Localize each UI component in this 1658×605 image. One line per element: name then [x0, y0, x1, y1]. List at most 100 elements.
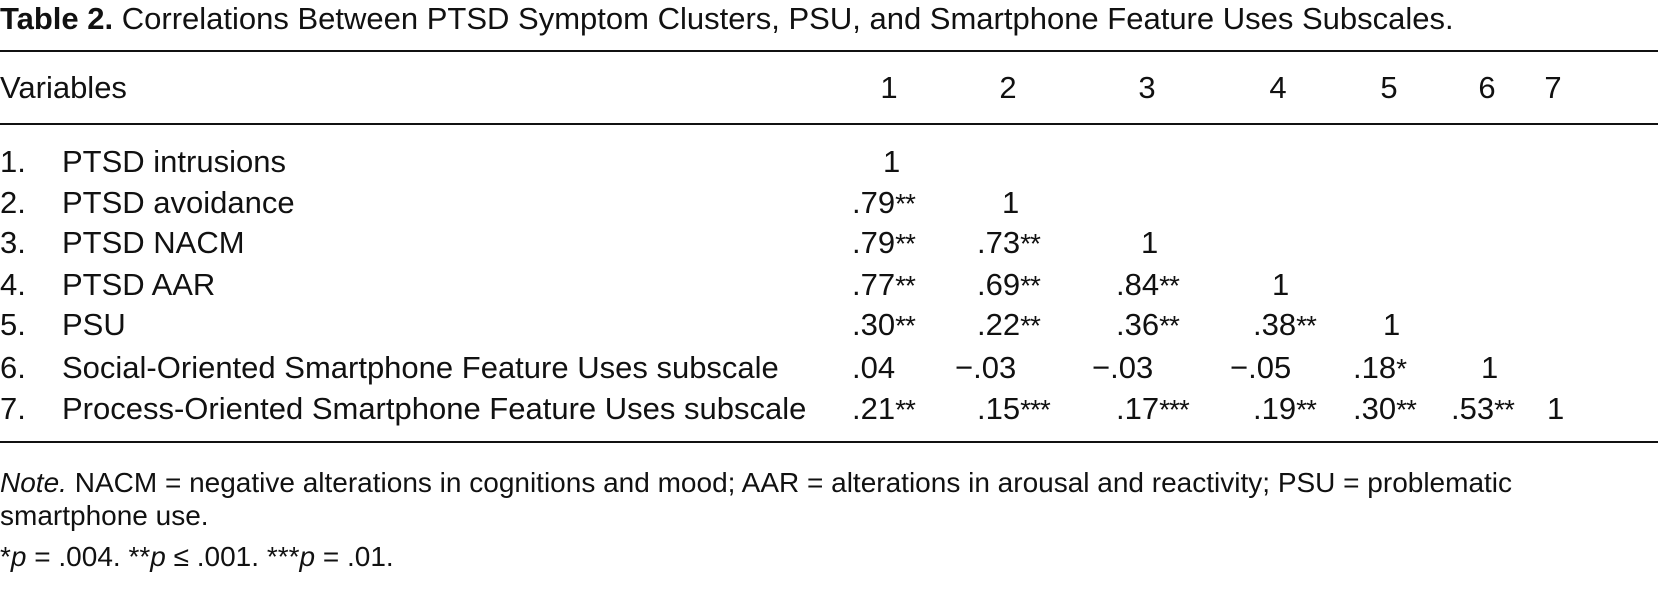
correlation-cell: .79**: [852, 225, 916, 262]
row-number: 3.: [0, 225, 26, 260]
correlation-value: 1: [1383, 307, 1401, 342]
table-note: Note. NACM = negative alterations in cog…: [0, 466, 1658, 532]
row-label: PTSD avoidance: [62, 185, 295, 220]
significance-stars: **: [895, 310, 916, 341]
header-col-4: 4: [1269, 70, 1287, 105]
significance-stars: **: [895, 228, 916, 259]
correlation-cell: .69**: [977, 267, 1041, 304]
note-text: NACM = negative alterations in cognition…: [0, 467, 1513, 531]
correlation-cell: 1: [1272, 267, 1289, 303]
row-number: 4.: [0, 267, 26, 302]
significance-stars: **: [1296, 394, 1317, 425]
significance-stars: **: [1296, 310, 1317, 341]
header-col-2: 2: [999, 70, 1017, 105]
correlation-cell: −.03: [1092, 350, 1153, 386]
correlation-value: .15: [977, 391, 1021, 426]
correlation-value: 1: [1547, 391, 1565, 426]
correlation-cell: .53**: [1451, 391, 1515, 428]
significance-stars: *: [1396, 353, 1407, 384]
correlation-value: .17: [1116, 391, 1160, 426]
correlation-cell: .38**: [1253, 307, 1317, 344]
correlation-value: −.03: [955, 350, 1017, 385]
correlation-value: .79: [852, 185, 896, 220]
significance-stars: **: [895, 188, 916, 219]
correlation-cell: .17***: [1116, 391, 1190, 428]
row-label: Social-Oriented Smartphone Feature Uses …: [62, 350, 779, 385]
correlation-value: .69: [977, 267, 1021, 302]
correlation-value: .22: [977, 307, 1021, 342]
correlation-value: 1: [883, 144, 901, 179]
note-label: Note.: [0, 467, 67, 498]
correlation-value: .79: [852, 225, 896, 260]
correlation-cell: .22**: [977, 307, 1041, 344]
correlation-value: 1: [1481, 350, 1499, 385]
header-variables: Variables: [0, 70, 127, 105]
header-col-6: 6: [1478, 70, 1496, 105]
correlation-value: 1: [1002, 185, 1020, 220]
correlation-cell: .18*: [1353, 350, 1407, 387]
row-number: 2.: [0, 185, 26, 220]
header-col-1: 1: [880, 70, 898, 105]
correlation-value: .38: [1253, 307, 1297, 342]
correlation-value: .30: [1353, 391, 1397, 426]
correlation-value: 1: [1272, 267, 1290, 302]
correlation-cell: .79**: [852, 185, 916, 222]
caption-label: Table 2.: [0, 1, 114, 36]
row-label: PTSD intrusions: [62, 144, 286, 179]
correlation-cell: .15***: [977, 391, 1051, 428]
correlation-value: 1: [1141, 225, 1159, 260]
correlation-cell: 1: [1481, 350, 1498, 386]
significance-stars: **: [1020, 270, 1041, 301]
correlation-value: .73: [977, 225, 1021, 260]
pnote-stars: **: [128, 541, 151, 572]
pnote-value: ≤ .001.: [165, 541, 267, 572]
significance-stars: **: [1020, 228, 1041, 259]
pnote-value: = .004.: [26, 541, 129, 572]
correlation-cell: .04: [852, 350, 895, 386]
correlation-value: −.05: [1230, 350, 1292, 385]
correlation-value: .84: [1116, 267, 1160, 302]
significance-stars: **: [1494, 394, 1515, 425]
row-number: 7.: [0, 391, 26, 426]
pnote-value: = .01.: [315, 541, 394, 572]
correlation-cell: .21**: [852, 391, 916, 428]
pnote-stars: *: [0, 541, 11, 572]
correlation-value: −.03: [1092, 350, 1154, 385]
correlation-value: .53: [1451, 391, 1495, 426]
row-number: 6.: [0, 350, 26, 385]
top-rule: [0, 50, 1658, 52]
caption-text: Correlations Between PTSD Symptom Cluste…: [121, 1, 1454, 36]
header-col-5: 5: [1380, 70, 1398, 105]
row-label: Process-Oriented Smartphone Feature Uses…: [62, 391, 807, 426]
correlation-cell: 1: [1547, 391, 1564, 427]
correlation-cell: .30**: [1353, 391, 1417, 428]
correlation-cell: .84**: [1116, 267, 1180, 304]
pnote-p: p: [10, 541, 27, 572]
correlation-value: .30: [852, 307, 896, 342]
correlation-value: .21: [852, 391, 896, 426]
row-number: 5.: [0, 307, 26, 342]
row-number: 1.: [0, 144, 26, 179]
significance-stars: **: [1159, 270, 1180, 301]
correlation-cell: .77**: [852, 267, 916, 304]
significance-stars: ***: [1159, 394, 1190, 425]
correlation-cell: 1: [1002, 185, 1019, 221]
header-col-7: 7: [1544, 70, 1562, 105]
correlation-value: .19: [1253, 391, 1297, 426]
header-col-3: 3: [1138, 70, 1156, 105]
correlation-cell: .73**: [977, 225, 1041, 262]
correlation-cell: .36**: [1116, 307, 1180, 344]
correlation-cell: 1: [883, 144, 900, 180]
correlation-value: .04: [852, 350, 896, 385]
row-label: PTSD AAR: [62, 267, 216, 302]
significance-stars: **: [1396, 394, 1417, 425]
correlation-cell: 1: [1383, 307, 1400, 343]
header-rule: [0, 123, 1658, 125]
bottom-rule: [0, 441, 1658, 443]
significance-stars: **: [1020, 310, 1041, 341]
correlation-cell: .30**: [852, 307, 916, 344]
correlation-cell: −.03: [955, 350, 1016, 386]
correlation-cell: −.05: [1230, 350, 1291, 386]
correlation-value: .77: [852, 267, 896, 302]
